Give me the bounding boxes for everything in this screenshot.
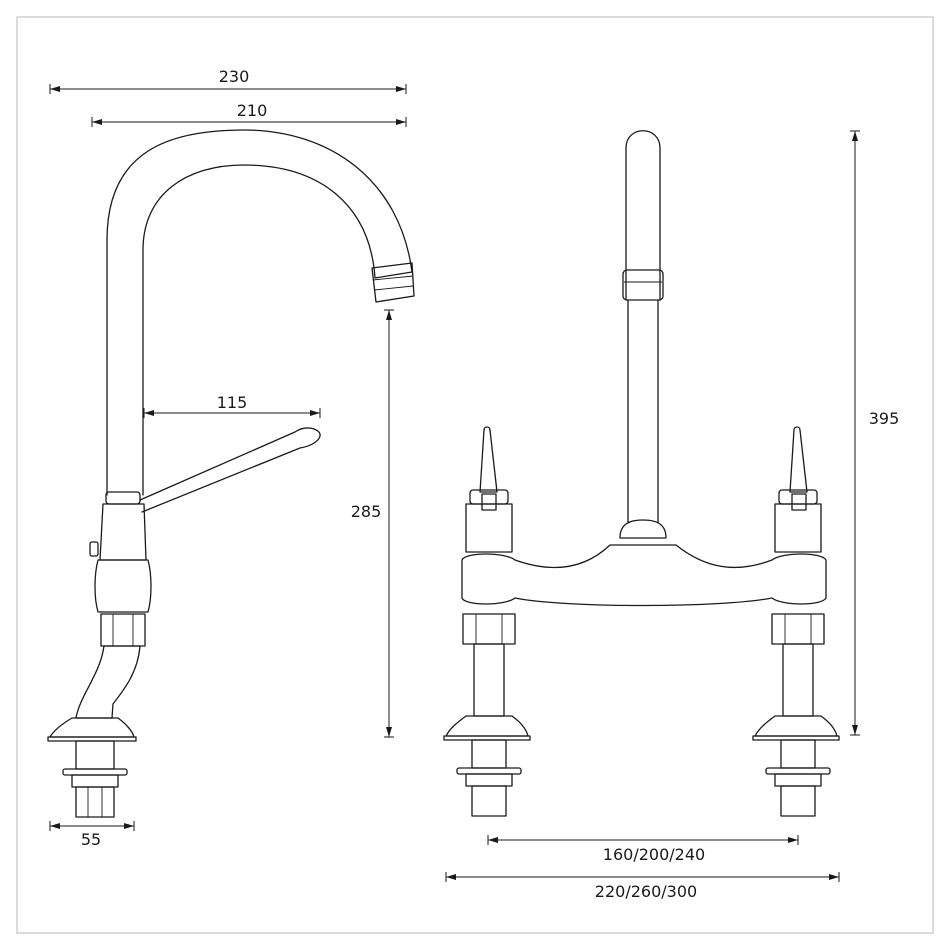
drawing-border (16, 16, 934, 934)
left-leg-tube (473, 643, 505, 717)
offset-body (75, 645, 141, 719)
front-view-tap (443, 130, 840, 817)
right-valve-head (774, 503, 822, 553)
right-leg-tube (782, 643, 814, 717)
front-spout-outlet (622, 269, 664, 301)
left-washer (456, 767, 522, 775)
dimension-label: 220/260/300 (595, 882, 697, 901)
dimension-210: 210 (91, 101, 407, 127)
dimension-395: 395 (850, 130, 900, 736)
left-hex-nut (462, 613, 516, 645)
side-view-tap (47, 129, 415, 818)
dimension-label: 160/200/240 (603, 845, 705, 864)
right-lever (789, 426, 808, 493)
side-button (89, 541, 99, 557)
spout-outlet-ring (372, 275, 414, 281)
left-back-nut (465, 773, 513, 787)
left-flange (445, 715, 529, 737)
dimension-285: 285 (351, 309, 394, 738)
left-tail-lower (471, 785, 507, 817)
left-lever-clip (481, 493, 497, 511)
dimension-overall-width: 220/260/300 (445, 872, 840, 901)
lever-handle (139, 427, 321, 513)
dimension-tail-centres: 160/200/240 (487, 835, 799, 864)
tail-upper (75, 740, 115, 770)
back-nut (71, 774, 119, 788)
front-spout-collar (619, 519, 667, 539)
bridge-body (461, 544, 827, 607)
dimension-label: 55 (81, 830, 101, 849)
right-back-nut (774, 773, 822, 787)
right-lever-clip (791, 493, 807, 511)
back-nut-washer (62, 768, 128, 776)
right-washer (765, 767, 831, 775)
right-flange (754, 715, 838, 737)
dimension-115: 115 (143, 393, 321, 418)
dimension-label: 115 (217, 393, 248, 412)
front-spout-stem (627, 299, 659, 523)
dimension-55: 55 (49, 821, 135, 849)
dimension-230: 230 (49, 67, 407, 94)
dimension-label: 210 (237, 101, 268, 120)
dimension-label: 285 (351, 502, 382, 521)
front-spout (625, 130, 661, 301)
left-valve-head (465, 503, 513, 553)
valve-body (99, 503, 147, 561)
spout-outlet (371, 262, 415, 303)
dimension-label: 230 (219, 67, 250, 86)
right-tail-lower (780, 785, 816, 817)
hex-nut (100, 613, 146, 647)
right-tail-upper (780, 739, 816, 769)
left-tail-upper (471, 739, 507, 769)
right-hex-nut (771, 613, 825, 645)
left-lever (479, 426, 498, 493)
valve-cap (105, 491, 141, 505)
flange (49, 717, 135, 738)
tail-lower (75, 786, 115, 818)
dimension-label: 395 (869, 409, 900, 428)
spout-outlet-ring (373, 285, 414, 291)
spout-neck (106, 129, 413, 496)
valve-shroud (94, 559, 152, 613)
